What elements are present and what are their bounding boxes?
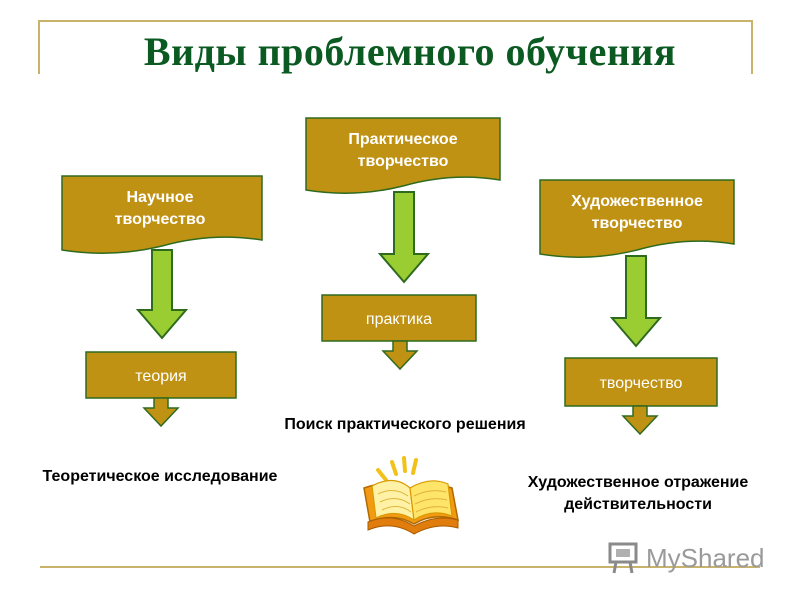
artistic-creativity-box xyxy=(539,179,735,258)
theoretical-research-caption: Теоретическое исследование xyxy=(42,468,278,485)
practical-creativity-line2: творчество xyxy=(358,153,449,170)
practice-label: практика xyxy=(366,311,432,328)
top-decor-line xyxy=(38,20,753,22)
creativity-box xyxy=(564,357,718,407)
artistic-reflection-line2: действительности xyxy=(564,496,712,513)
arrow-practice-result-down xyxy=(381,340,419,371)
arrow-theory-down xyxy=(142,397,180,428)
practical-solution-caption: Поиск практического решения xyxy=(284,416,526,433)
science-creativity-line1: Научное xyxy=(127,189,194,206)
practical-creativity-line1: Практическое xyxy=(348,131,457,148)
artistic-reflection-caption: Художественное отражение действительност… xyxy=(496,472,780,516)
left-decor-line xyxy=(38,20,40,74)
column-science: Научное творчество теория xyxy=(61,175,263,428)
column-practice: Практическое творчество практика xyxy=(305,117,501,371)
column-art: Художественное творчество творчество xyxy=(539,179,735,436)
creativity-label: творчество xyxy=(600,375,683,392)
logo-text: MyShared xyxy=(646,542,765,573)
arrow-creativity-down xyxy=(621,405,659,436)
arrow-practice-down xyxy=(377,191,431,284)
myshared-logo: MyShared xyxy=(606,540,765,576)
logo-mark-icon xyxy=(608,542,638,574)
page-title: Виды проблемного обучения xyxy=(143,29,677,74)
artistic-creativity-line1: Художественное xyxy=(571,193,703,210)
science-creativity-line2: творчество xyxy=(115,211,206,228)
artistic-creativity-line2: творчество xyxy=(592,215,683,232)
science-creativity-box xyxy=(61,175,263,254)
artistic-reflection-line1: Художественное отражение xyxy=(527,474,749,491)
practice-box xyxy=(321,294,477,342)
theory-label: теория xyxy=(135,368,186,385)
arrow-science-down xyxy=(135,249,189,340)
arrow-art-down xyxy=(609,255,663,348)
open-book-icon xyxy=(363,456,459,535)
practical-creativity-box xyxy=(305,117,501,194)
bottom-decor-line xyxy=(40,566,760,568)
right-decor-line xyxy=(751,20,753,74)
